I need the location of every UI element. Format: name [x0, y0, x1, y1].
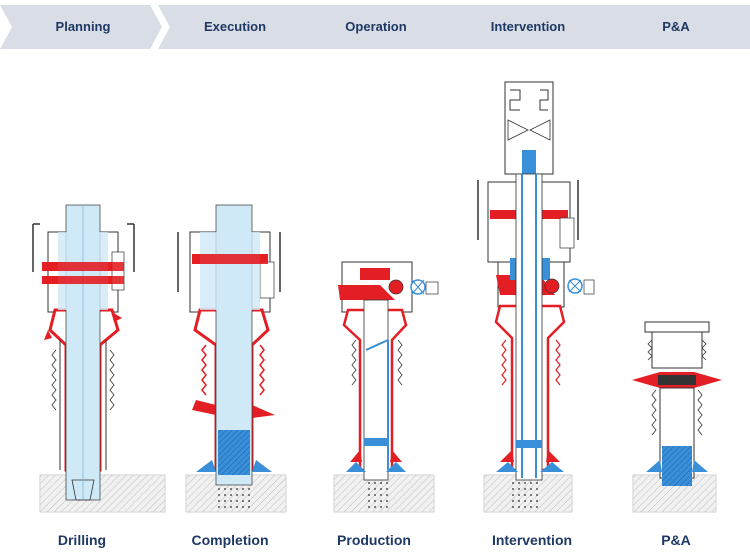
- production-tubing: [363, 299, 389, 481]
- wellhead-cap: [644, 321, 710, 333]
- caption-production: Production: [337, 532, 411, 548]
- valve-red: [544, 278, 560, 294]
- valve-red: [388, 279, 404, 295]
- caption-drilling: Drilling: [57, 532, 107, 548]
- caption-intervention: Intervention: [491, 532, 573, 548]
- well-completion: [177, 204, 287, 513]
- chevron-planning: [0, 5, 162, 49]
- caption-completion: Completion: [191, 532, 269, 548]
- chevron-execution: [158, 5, 308, 49]
- well-lifecycle-diagrams: [32, 81, 722, 513]
- well-production: [333, 261, 439, 513]
- coiled-tubing: [515, 173, 543, 481]
- chevron-label-execution: Execution: [204, 19, 266, 34]
- well-drilling: [32, 204, 166, 513]
- chevron-operation: [294, 5, 458, 49]
- caption-pa: P&A: [661, 532, 691, 548]
- chevron-label-pa: P&A: [662, 19, 690, 34]
- chevron-label-planning: Planning: [56, 19, 111, 34]
- chevron-intervention: [444, 5, 610, 49]
- chevron-label-operation: Operation: [345, 19, 406, 34]
- well-intervention: [477, 81, 595, 513]
- chevron-pa: [596, 5, 750, 49]
- chevron-label-intervention: Intervention: [491, 19, 565, 34]
- phase-chevron-bar: Planning Execution Operation Interventio…: [0, 5, 750, 49]
- cement-plug: [662, 446, 692, 486]
- well-plug-abandon: [632, 321, 722, 513]
